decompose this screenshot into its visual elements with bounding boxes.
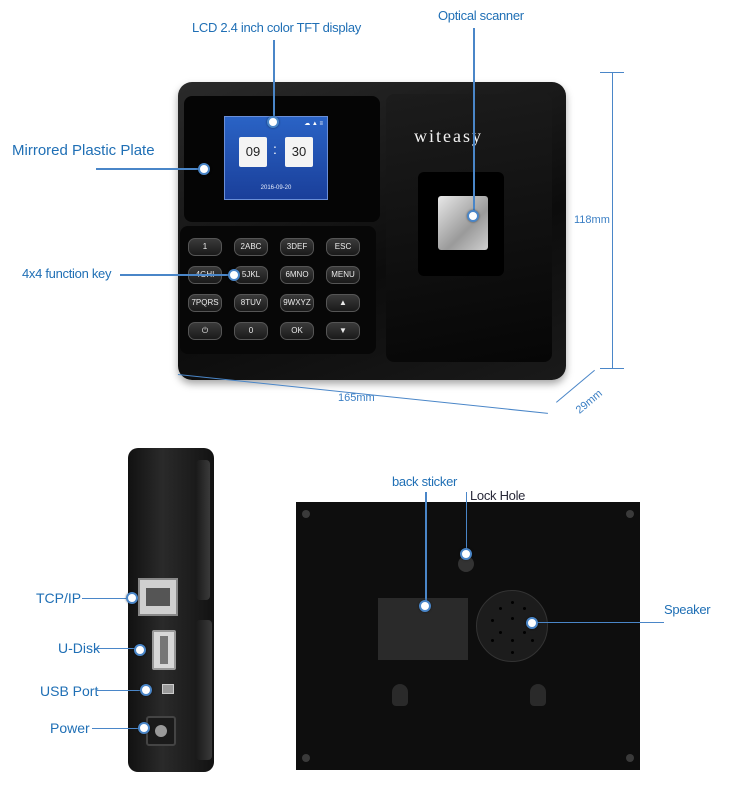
label-lcd: LCD 2.4 inch color TFT display xyxy=(192,20,361,35)
key-0[interactable]: 0 xyxy=(234,322,268,340)
label-function-key: 4x4 function key xyxy=(22,266,112,281)
dim-depth: 29mm xyxy=(573,387,605,417)
label-usb-port: USB Port xyxy=(40,683,99,699)
clock-date: 2016-09-20 xyxy=(260,185,292,191)
key-up[interactable]: ▲ xyxy=(326,294,360,312)
key-7[interactable]: 7PQRS xyxy=(188,294,222,312)
device-back xyxy=(296,502,640,770)
callout-dot-lock-hole xyxy=(460,548,472,560)
callout-line-lock-hole xyxy=(466,492,467,550)
callout-line-back-sticker xyxy=(425,492,427,604)
callout-dot-optical xyxy=(467,210,479,222)
clock-minute: 30 xyxy=(285,137,313,167)
key-menu[interactable]: MENU xyxy=(326,266,360,284)
key-2[interactable]: 2ABC xyxy=(234,238,268,256)
key-power[interactable]: ⏻ xyxy=(188,322,222,340)
callout-dot-speaker xyxy=(526,617,538,629)
key-esc[interactable]: ESC xyxy=(326,238,360,256)
dim-tick-height-bottom xyxy=(600,368,624,369)
callout-line-mirrored xyxy=(96,168,200,170)
label-back-sticker: back sticker xyxy=(392,474,458,489)
label-speaker: Speaker xyxy=(664,602,711,617)
callout-dot-udisk xyxy=(134,644,146,656)
callout-dot-tcpip xyxy=(126,592,138,604)
callout-line-function-key xyxy=(120,274,230,276)
callout-dot-back-sticker xyxy=(419,600,431,612)
label-udisk: U-Disk xyxy=(58,640,100,656)
side-ridge-top xyxy=(196,460,210,600)
dim-tick-height-top xyxy=(600,72,624,73)
dim-line-height xyxy=(612,72,613,368)
label-optical-scanner: Optical scanner xyxy=(438,8,524,23)
key-8[interactable]: 8TUV xyxy=(234,294,268,312)
label-lock-hole: Lock Hole xyxy=(470,488,526,503)
key-down[interactable]: ▼ xyxy=(326,322,360,340)
mount-keyhole-right xyxy=(530,684,546,706)
tcpip-port xyxy=(138,578,178,616)
callout-line-udisk xyxy=(94,648,136,649)
key-6[interactable]: 6MNO xyxy=(280,266,314,284)
lock-hole xyxy=(458,556,474,572)
callout-line-optical xyxy=(473,28,475,214)
label-tcpip: TCP/IP xyxy=(36,590,82,606)
label-power: Power xyxy=(50,720,90,736)
clock-hour: 09 xyxy=(239,137,267,167)
udisk-port xyxy=(152,630,176,670)
status-icons: ☁ ▲ ≡ xyxy=(304,121,323,127)
power-port xyxy=(146,716,176,746)
callout-dot-function-key xyxy=(228,269,240,281)
callout-dot-mirrored xyxy=(198,163,210,175)
optical-scanner xyxy=(438,196,488,250)
callout-line-tcpip xyxy=(82,598,130,599)
key-ok[interactable]: OK xyxy=(280,322,314,340)
callout-line-usb-port xyxy=(96,690,142,691)
callout-line-power xyxy=(92,728,140,729)
key-3[interactable]: 3DEF xyxy=(280,238,314,256)
brand-logo: witeasy xyxy=(414,126,483,146)
label-mirrored-plate: Mirrored Plastic Plate xyxy=(12,142,155,159)
callout-dot-lcd xyxy=(267,116,279,128)
lcd-screen: ☁ ▲ ≡ 09 : 30 2016-09-20 xyxy=(224,116,328,200)
callout-line-speaker xyxy=(536,622,664,623)
dim-height: 118mm xyxy=(574,214,610,226)
callout-dot-power xyxy=(138,722,150,734)
callout-dot-usb-port xyxy=(140,684,152,696)
dim-width: 165mm xyxy=(338,392,375,404)
keypad: 1 2ABC 3DEF ESC 4GHI 5JKL 6MNO MENU 7PQR… xyxy=(180,226,376,354)
mount-keyhole-left xyxy=(392,684,408,706)
callout-line-lcd xyxy=(273,40,275,118)
usb-port xyxy=(162,684,174,694)
key-9[interactable]: 9WXYZ xyxy=(280,294,314,312)
key-1[interactable]: 1 xyxy=(188,238,222,256)
side-ridge-bottom xyxy=(196,620,212,760)
clock-separator: : xyxy=(273,141,277,157)
